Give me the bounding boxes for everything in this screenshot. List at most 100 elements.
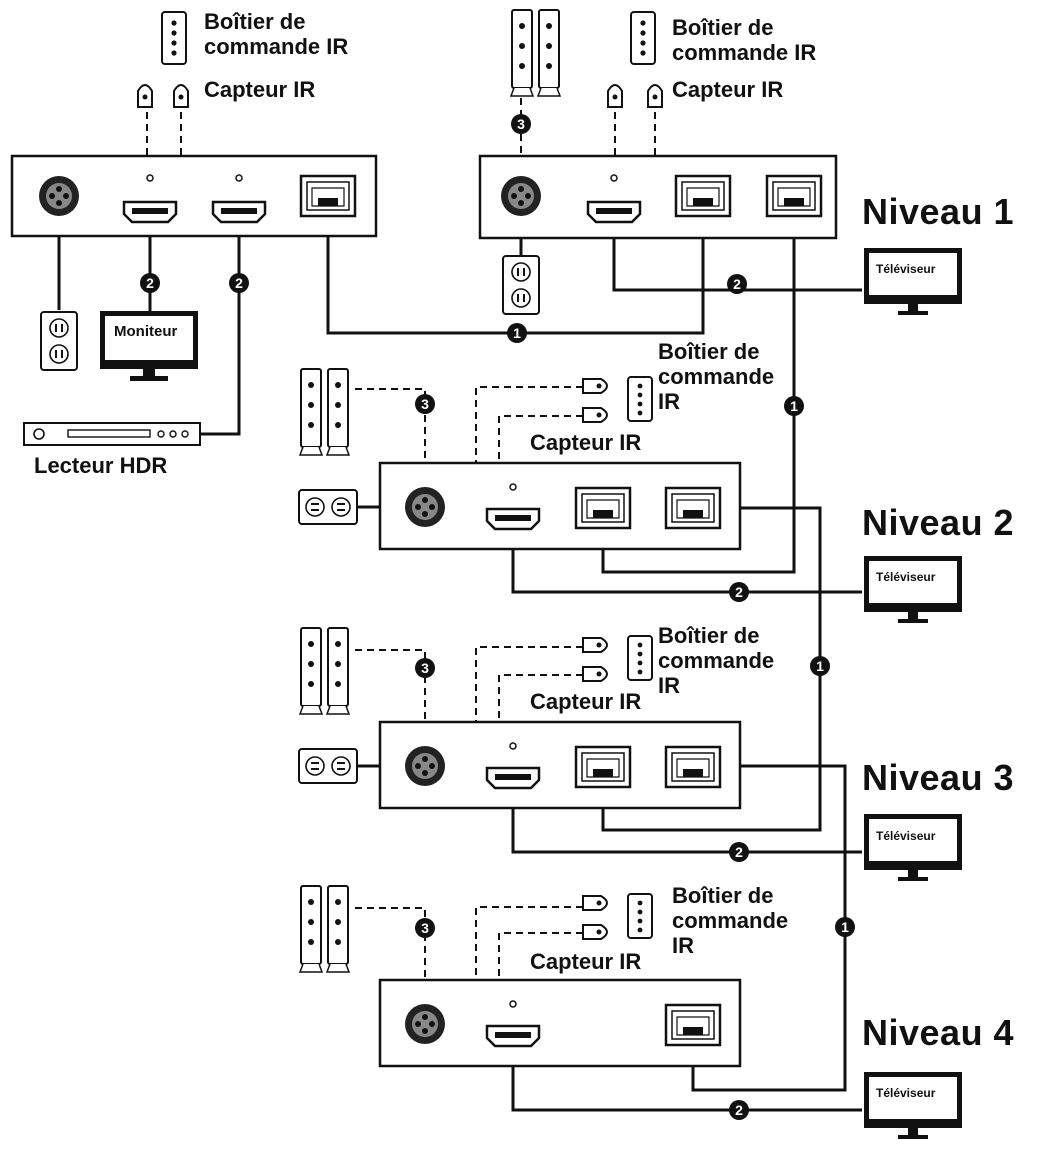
ir-box-label-rx1: Boîtier de commande IR [672, 15, 817, 65]
monitor-screen [105, 316, 193, 360]
connection-marker-2: 2 [140, 273, 160, 293]
speaker-icon [326, 368, 350, 456]
tv-label-4: Téléviseur [876, 1086, 936, 1100]
ir-sensor-icon [173, 84, 189, 108]
rx2-speaker-dashed [355, 388, 426, 463]
connection-marker-number: 3 [421, 396, 429, 412]
monitor-stand [143, 369, 155, 377]
ir-sensor-label-rx2: Capteur IR [530, 430, 642, 455]
led-indicator [509, 1000, 517, 1008]
connection-marker-number: 2 [735, 584, 743, 600]
hdmi-port-icon [485, 766, 541, 790]
monitor-label: Moniteur [114, 323, 178, 340]
hdr-player-button [169, 430, 177, 438]
tv-label-1: Téléviseur [876, 262, 936, 276]
rx1-hdmi-tv-cable [612, 214, 862, 292]
connection-marker-2: 2 [729, 582, 749, 602]
hdmi-port-icon [485, 507, 541, 531]
rj45-port-icon [574, 745, 632, 789]
ir-sensor-icon [582, 407, 608, 423]
rj45-port-icon [664, 486, 722, 530]
connection-marker-3: 3 [511, 114, 531, 134]
connection-marker-3: 3 [415, 658, 435, 678]
rx3-ir-dashed [475, 646, 583, 722]
ir-remote-icon [630, 11, 656, 65]
connection-marker-1: 1 [507, 323, 527, 343]
hdr-player-disc-slot [67, 429, 151, 438]
ir-remote-icon [627, 635, 653, 681]
ir-sensor-icon [582, 666, 608, 682]
connection-marker-number: 1 [816, 658, 824, 674]
tv-icon-level-1 [864, 248, 962, 315]
rx4-ir-dashed [475, 906, 583, 980]
power-port-icon [39, 176, 79, 216]
connection-marker-number: 2 [733, 276, 741, 292]
led-indicator [146, 174, 154, 182]
speaker-icon [326, 885, 350, 973]
cat-cable-rx3-rx4 [691, 764, 847, 1092]
led-indicator [509, 742, 517, 750]
ir-sensor-icon [137, 84, 153, 108]
hdmi-port-icon [485, 1024, 541, 1048]
led-indicator [509, 483, 517, 491]
connection-marker-1: 1 [784, 396, 804, 416]
connection-marker-3: 3 [415, 394, 435, 414]
speaker-icon [326, 627, 350, 715]
ir-sensor-label-rx4: Capteur IR [530, 949, 642, 974]
speaker-icon [510, 9, 534, 97]
power-port-icon [501, 176, 541, 216]
tv-icon-level-3 [864, 814, 962, 881]
connection-marker-3: 3 [415, 918, 435, 938]
level-3-label: Niveau 3 [862, 757, 1015, 798]
ir-remote-icon [627, 893, 653, 939]
tx-ir-dashed [146, 112, 182, 156]
ir-box-label-tx: Boîtier de commande IR [204, 9, 349, 59]
connection-marker-number: 2 [735, 844, 743, 860]
connection-marker-2: 2 [727, 274, 747, 294]
rx4-speaker-dashed [355, 907, 426, 980]
connection-marker-number: 2 [146, 275, 154, 291]
level-2-label: Niveau 2 [862, 502, 1015, 543]
tx-hdmi-player-cable [199, 214, 241, 436]
ir-sensor-icon [582, 637, 608, 653]
power-port-icon [405, 487, 445, 527]
rx1-ir-dashed [614, 112, 656, 156]
speaker-icon [537, 9, 561, 97]
tv-label-2: Téléviseur [876, 570, 936, 584]
ir-sensor-label-rx3: Capteur IR [530, 689, 642, 714]
connection-marker-number: 2 [235, 275, 243, 291]
ir-sensor-icon [582, 924, 608, 940]
ir-sensor-label-tx: Capteur IR [204, 77, 316, 102]
rx2-ir-dashed [475, 386, 583, 463]
connection-marker-number: 3 [421, 660, 429, 676]
hdr-player-label: Lecteur HDR [34, 453, 168, 478]
hdmi-port-icon [586, 200, 642, 224]
connection-marker-number: 1 [790, 398, 798, 414]
rx3-speaker-dashed [355, 649, 426, 722]
connection-marker-2: 2 [729, 1100, 749, 1120]
ir-box-label-rx4: Boîtier de commande IR [672, 883, 789, 958]
level-1-label: Niveau 1 [862, 191, 1015, 232]
rj45-port-icon [765, 174, 823, 218]
led-indicator [235, 174, 243, 182]
connection-marker-number: 2 [735, 1102, 743, 1118]
ir-remote-icon [161, 11, 187, 65]
connection-marker-number: 3 [517, 116, 525, 132]
connection-marker-2: 2 [229, 273, 249, 293]
tv-icon-level-2 [864, 556, 962, 623]
ir-sensor-label-rx1: Capteur IR [672, 77, 784, 102]
tv-icon-level-4 [864, 1072, 962, 1139]
hdmi-port-icon [211, 200, 267, 224]
connection-marker-number: 1 [841, 919, 849, 935]
level-4-label: Niveau 4 [862, 1012, 1015, 1053]
hdr-player-button [157, 430, 165, 438]
connection-marker-1: 1 [810, 656, 830, 676]
power-outlet-icon [502, 255, 540, 315]
ir-remote-icon [627, 376, 653, 422]
ir-sensor-icon [582, 895, 608, 911]
speaker-icon [299, 627, 323, 715]
hdr-player-power-button [33, 428, 45, 440]
hdr-player-button [181, 430, 189, 438]
